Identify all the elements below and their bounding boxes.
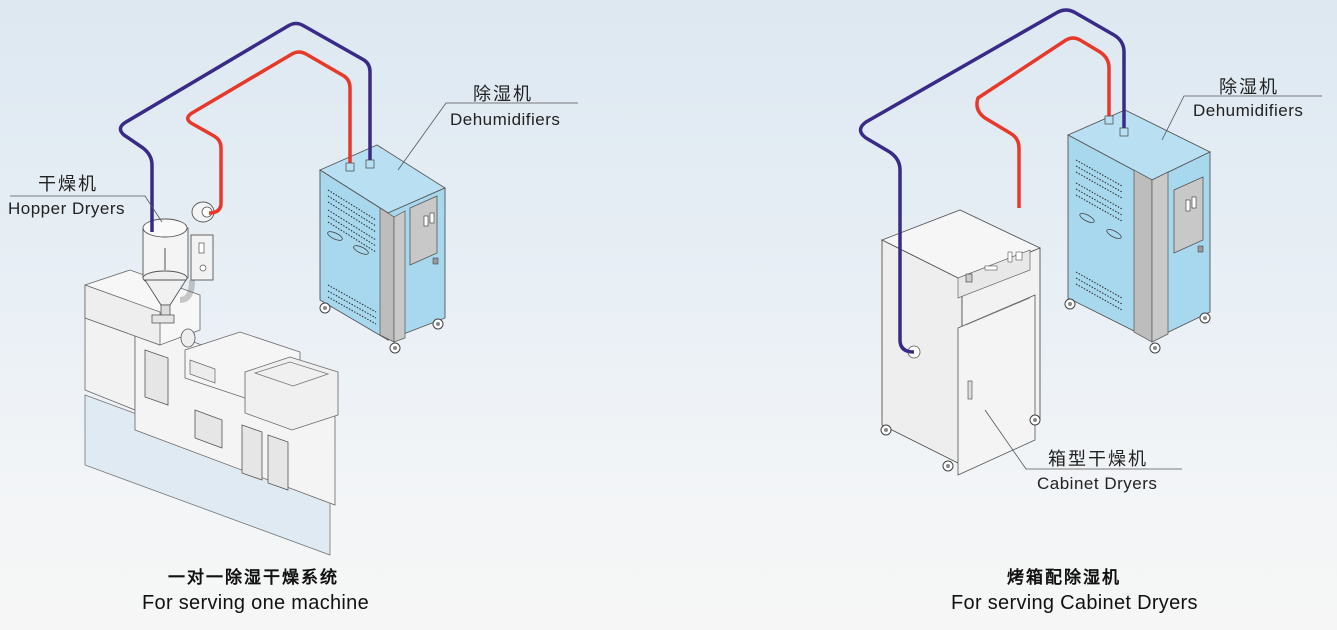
return-pipe-right [858, 8, 1126, 354]
return-pipe-left [118, 21, 372, 232]
dehumidifier-right-leader [1161, 95, 1322, 141]
left-caption-cn: 一对一除湿干燥系统 [168, 568, 339, 588]
supply-pipe-right [975, 36, 1111, 208]
cabinet-dryer-leader [984, 409, 1182, 470]
hopper-dryer [142, 201, 215, 324]
hopper-dryer-label-cn: 干燥机 [38, 174, 98, 195]
dehumidifier-left-label-cn: 除湿机 [473, 84, 533, 105]
cabinet-dryer-label-en: Cabinet Dryers [1037, 474, 1158, 493]
dehumidifier-right-label-en: Dehumidifiers [1193, 101, 1304, 120]
right-caption-cn: 烤箱配除湿机 [1007, 568, 1121, 588]
dehumidifier-left-leader [397, 102, 578, 171]
dehumidifier-right [1064, 109, 1212, 354]
dehumidifier-left [319, 144, 446, 354]
injection-molding-machine [84, 269, 339, 556]
cabinet-dryer [880, 209, 1042, 476]
hopper-dryer-label-en: Hopper Dryers [8, 199, 126, 218]
left-caption-en: For serving one machine [142, 592, 370, 614]
hopper-dryer-leader [10, 195, 163, 223]
supply-pipe-left [186, 50, 352, 215]
dehumidifier-right-label-cn: 除湿机 [1219, 77, 1279, 98]
right-caption-en: For serving Cabinet Dryers [951, 592, 1198, 614]
cabinet-dryer-label-cn: 箱型干燥机 [1048, 449, 1148, 470]
dehumidifier-left-label-en: Dehumidifiers [450, 110, 561, 129]
